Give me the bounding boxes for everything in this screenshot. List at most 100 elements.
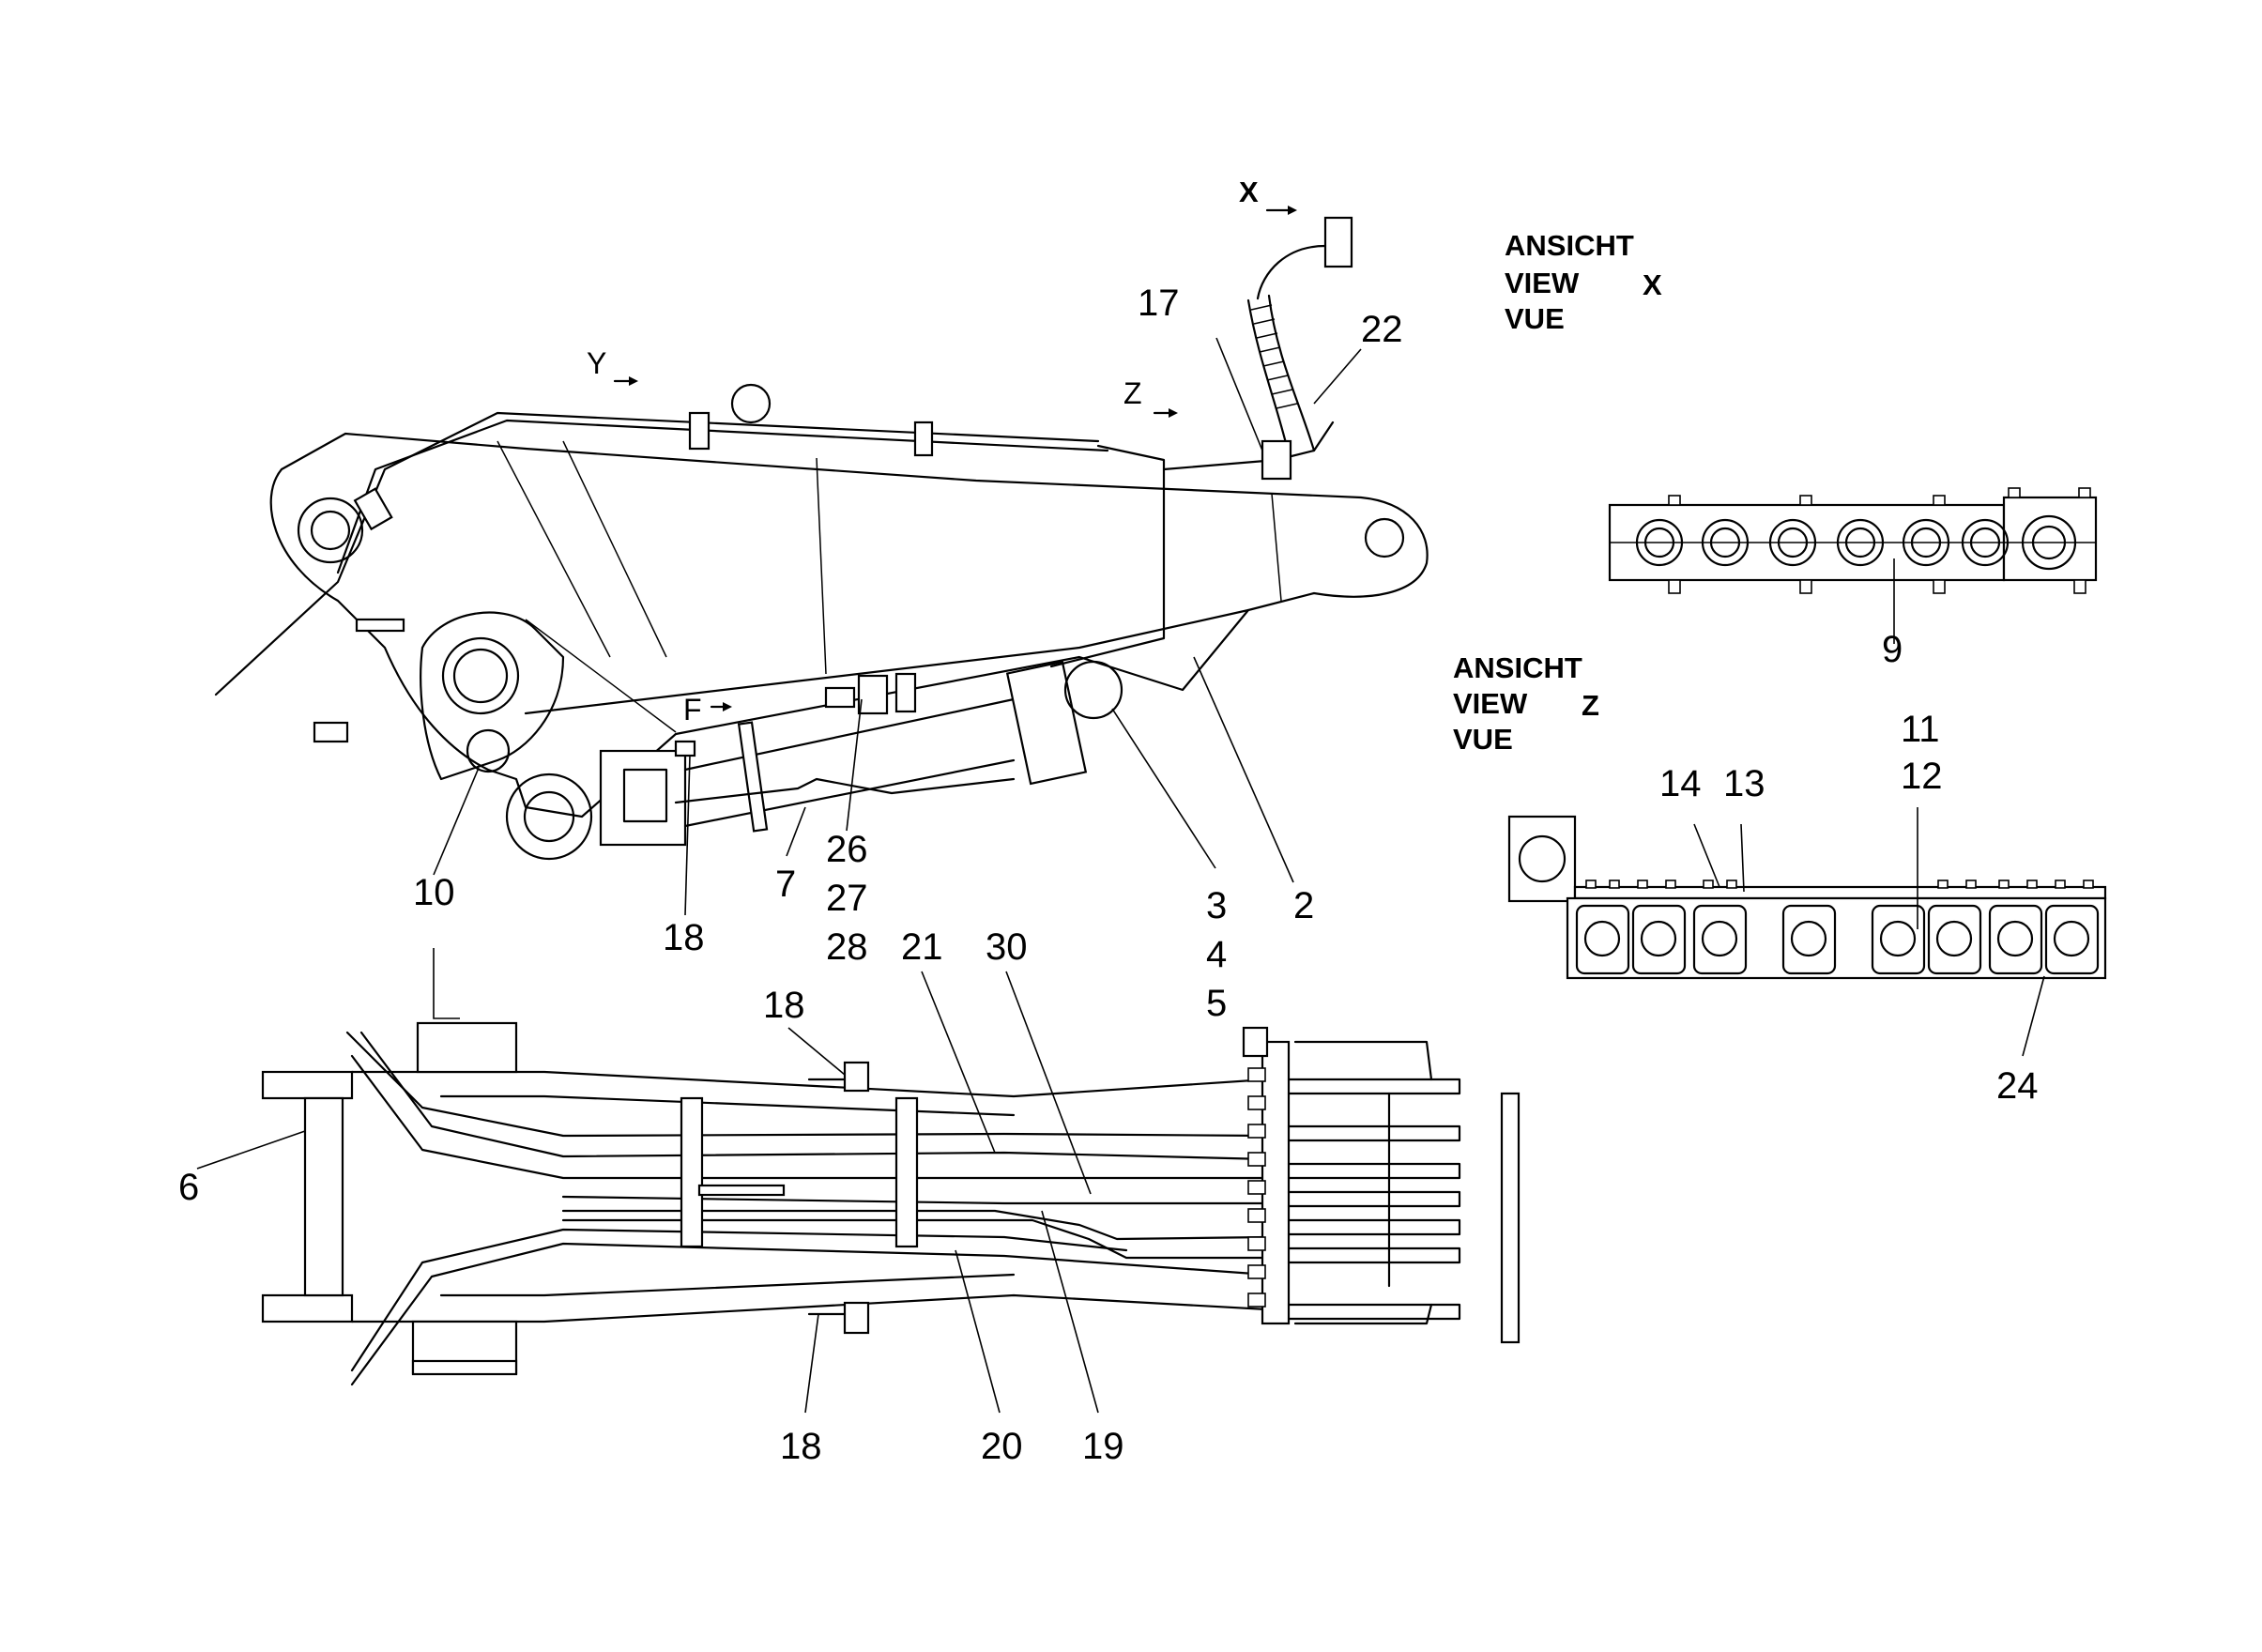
view-arrow-y: Y	[587, 346, 638, 386]
boom-root-eye-inner	[310, 510, 351, 551]
leader-18-bottom	[804, 1313, 819, 1414]
callout-13: 13	[1723, 763, 1765, 804]
boom-root-eye	[297, 497, 364, 564]
top-pipe	[214, 411, 1166, 696]
plan-slot	[697, 1184, 786, 1197]
view-z-top-bolts	[1585, 880, 2094, 889]
boom-web-line-4	[1271, 493, 1282, 602]
leader-30	[1005, 971, 1092, 1195]
view-z-title-2: VIEW	[1453, 687, 1528, 720]
clamp-9-bores	[1635, 514, 2077, 571]
view-arrow-z-label: Z	[1123, 376, 1142, 410]
boom-plan-upper-edge	[439, 1094, 1016, 1117]
view-arrow-x-label: X	[1239, 176, 1259, 208]
pipe-clamp-left	[313, 721, 349, 743]
callout-14: 14	[1659, 763, 1702, 804]
leader-18-upper	[684, 755, 691, 916]
callout-22: 22	[1361, 309, 1403, 350]
hose-22-curve	[1256, 244, 1327, 300]
leader-7	[786, 806, 806, 857]
boom-foot-pin	[466, 728, 511, 773]
callout-9: 9	[1882, 629, 1903, 670]
boom-web-line-3	[816, 457, 827, 675]
root-boss-top	[416, 1021, 518, 1074]
callout-10: 10	[413, 872, 455, 913]
plan-pipes	[345, 1031, 1269, 1386]
boom-plan-lower-edge	[439, 1273, 1016, 1297]
plan-clamp-bar-1	[680, 1096, 704, 1248]
view-arrow-y-label: Y	[587, 346, 606, 380]
cylinder-head-port	[622, 768, 668, 823]
callout-3: 3	[1206, 885, 1227, 926]
leader-14	[1693, 823, 1720, 888]
callout-12: 12	[1901, 756, 1943, 797]
callout-17: 17	[1138, 283, 1180, 324]
root-cross-top	[261, 1070, 354, 1100]
boom-plan-view	[261, 1021, 1521, 1386]
callout-numbers: 17 22 2 3 4 5 10 18 7 26 27 28 9 11 12 1…	[178, 283, 2039, 1467]
leader-17	[1215, 337, 1263, 451]
view-z-rail	[1573, 885, 2107, 900]
callout-18-upper: 18	[663, 917, 705, 958]
clamp-18-stubs	[807, 1078, 847, 1316]
view-arrow-x: X	[1239, 176, 1297, 215]
root-pin-tube	[303, 1096, 344, 1297]
pipe-clamp-2	[913, 421, 934, 457]
callout-18-top: 18	[763, 985, 805, 1026]
view-arrow-f-label: F	[683, 693, 702, 727]
hose-22-outline-a	[1246, 298, 1290, 452]
callout-20: 20	[981, 1426, 1023, 1467]
leader-18-top	[787, 1027, 846, 1076]
leader-13	[1740, 823, 1745, 893]
cylinder-eye	[505, 772, 593, 861]
callout-28: 28	[826, 926, 868, 968]
leader-lines	[196, 337, 2045, 1414]
leader-10-lower	[433, 948, 460, 1019]
lifting-eye	[730, 383, 772, 424]
boom-web-line-5	[525, 619, 677, 733]
clamp-28	[894, 672, 917, 713]
view-z-flanges	[1575, 904, 2100, 975]
clamp-17	[1261, 439, 1292, 481]
callout-21: 21	[901, 926, 943, 968]
pipe-7	[674, 777, 1016, 804]
separate-clamp-bar	[1500, 1092, 1521, 1344]
boom-web-line-2	[562, 440, 667, 658]
leader-21	[921, 971, 996, 1154]
view-z-letter: Z	[1582, 689, 1599, 722]
boom-lower-chord	[524, 608, 1250, 715]
riser-pipe	[1162, 421, 1335, 471]
callout-26: 26	[826, 829, 868, 870]
view-x-detail: ANSICHT VIEW X VUE	[1505, 229, 2098, 594]
leader-3	[1111, 708, 1216, 869]
boom-tip-eye	[1364, 517, 1405, 558]
view-x-title-2: VIEW	[1505, 267, 1580, 299]
view-z-block-row	[1566, 896, 2107, 980]
root-cross-bottom	[261, 1293, 354, 1323]
view-arrow-z: Z	[1123, 376, 1178, 418]
outlet-stubs	[1287, 1078, 1461, 1321]
leader-10-upper	[433, 767, 480, 876]
clamp-18-bottom	[843, 1301, 870, 1335]
boom-body-outline	[269, 432, 1429, 818]
callout-30: 30	[986, 926, 1028, 968]
cylinder-head-block	[599, 749, 687, 847]
cylinder-eye-inner	[523, 790, 575, 843]
callout-27: 27	[826, 878, 868, 919]
callout-18-bottom: 18	[780, 1426, 822, 1467]
boom-side-view	[214, 216, 1429, 861]
leader-19	[1041, 1210, 1099, 1414]
cylinder-barrel	[683, 697, 1016, 828]
clamp-9-end	[2002, 496, 2098, 582]
callout-6: 6	[178, 1167, 199, 1208]
clamp-18-top	[843, 1061, 870, 1093]
leader-24	[2022, 975, 2045, 1057]
clamp-9-bolts	[1668, 487, 2091, 594]
boom-foot-boss	[441, 636, 520, 715]
callout-19: 19	[1082, 1426, 1124, 1467]
view-z-left-bore	[1518, 834, 1567, 883]
root-boss-bottom-flange	[411, 1359, 518, 1376]
leader-2	[1193, 656, 1294, 883]
boom-foot-bracket	[420, 611, 565, 781]
leader-6	[196, 1130, 306, 1170]
